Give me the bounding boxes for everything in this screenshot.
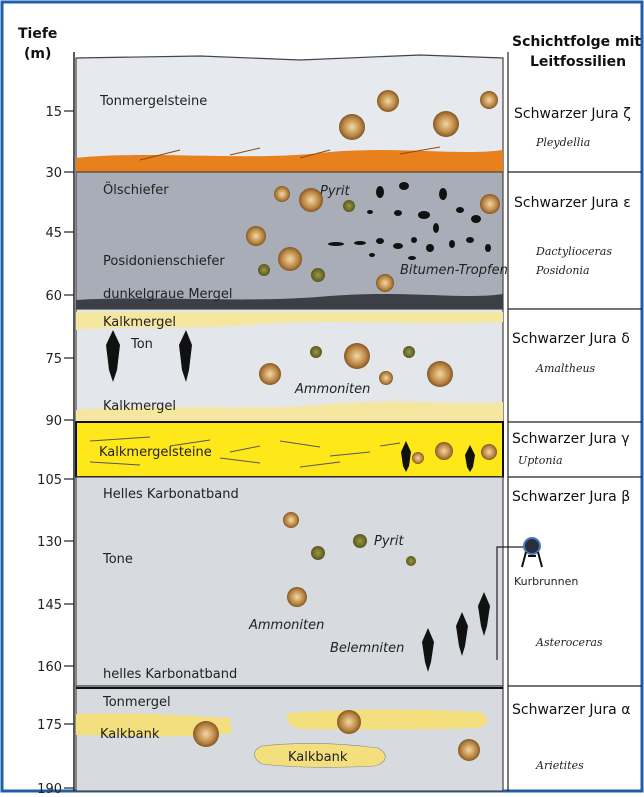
ammonite-icon (193, 721, 219, 747)
zone-label-zeta: Schwarzer Jura ζ (514, 106, 631, 122)
label-dunkelgraue-mergel: dunkelgraue Mergel (103, 287, 233, 302)
ammonite-icon (458, 739, 480, 761)
ammonite-icon (377, 90, 399, 112)
ammonite-icon (433, 111, 459, 137)
ammonite-icon (480, 194, 500, 214)
depth-tick-label: 75 (45, 352, 62, 367)
ammonite-icon (379, 371, 393, 385)
label-pyrit: Pyrit (320, 184, 350, 199)
ammonite-icon (299, 188, 323, 212)
ammonite-icon (481, 444, 497, 460)
depth-tick-label: 30 (45, 166, 62, 181)
depth-tick-label: 130 (37, 535, 62, 550)
depth-tick-label: 90 (45, 414, 62, 429)
ammonite-icon (287, 587, 307, 607)
depth-tick-label: 105 (37, 473, 62, 488)
pyrite-icon (258, 264, 270, 276)
layer-gamma: Kalkmergelsteine (76, 422, 503, 477)
label-kurbrunnen: Kurbrunnen (514, 575, 578, 588)
label-ammoniten-beta: Ammoniten (248, 618, 324, 633)
layer-delta: Kalkmergel Ton Kalkmergel Ammoniten (76, 309, 503, 422)
ammonite-icon (376, 274, 394, 292)
label-posidonienschiefer: Posidonienschiefer (103, 254, 225, 269)
label-tonmergel: Tonmergel (102, 695, 171, 710)
fossil-posidonia: Posidonia (535, 264, 590, 277)
depth-tick-label: 175 (37, 718, 62, 733)
right-title-1: Schichtfolge mit (512, 34, 641, 50)
label-helles-karbonatband-bottom: helles Karbonatband (103, 667, 237, 682)
fossil-amaltheus: Amaltheus (535, 362, 596, 375)
depth-tick-label: 45 (45, 226, 62, 241)
label-kalkbank-middle: Kalkbank (288, 750, 348, 765)
label-kalkmergel-top: Kalkmergel (103, 315, 176, 330)
ammonite-icon (480, 91, 498, 109)
label-ton: Ton (130, 337, 153, 352)
label-ammoniten: Ammoniten (294, 382, 370, 397)
depth-tick-label: 160 (37, 660, 62, 675)
fossil-pleydellia: Pleydellia (535, 136, 590, 149)
label-tonmergelsteine: Tonmergelsteine (99, 94, 207, 109)
layer-zeta: Tonmergelsteine (76, 55, 503, 172)
ammonite-icon (259, 363, 281, 385)
depth-unit: (m) (24, 46, 51, 62)
pyrite-icon (343, 200, 355, 212)
depth-tick-label: 145 (37, 598, 62, 613)
label-kalkbank-left: Kalkbank (100, 727, 160, 742)
label-tone: Tone (102, 552, 133, 567)
label-bitumen-tropfen: Bitumen-Tropfen (400, 263, 508, 278)
layer-alpha: Tonmergel Kalkbank Kalkbank (76, 686, 503, 791)
ammonite-icon (339, 114, 365, 140)
zone-label-alpha: Schwarzer Jura α (512, 702, 630, 718)
pyrite-icon (311, 546, 325, 560)
layer-beta: Helles Karbonatband Tone Pyrit Ammoniten… (76, 477, 525, 686)
ammonite-icon (278, 247, 302, 271)
fossil-uptonia: Uptonia (518, 454, 563, 467)
right-title-2: Leitfossilien (530, 54, 626, 70)
pyrite-icon (311, 268, 325, 282)
pyrite-icon (310, 346, 322, 358)
label-kalkmergelsteine: Kalkmergelsteine (99, 445, 212, 460)
ammonite-icon (337, 710, 361, 734)
zone-label-delta: Schwarzer Jura δ (512, 331, 630, 347)
depth-title: Tiefe (18, 26, 57, 42)
pyrite-icon (353, 534, 367, 548)
fossil-arietites: Arietites (535, 759, 584, 772)
pyrite-icon (403, 346, 415, 358)
label-belemniten: Belemniten (330, 641, 404, 656)
depth-tick-label: 60 (45, 289, 62, 304)
depth-tick-label: 15 (45, 105, 62, 120)
label-oelschiefer: Ölschiefer (103, 181, 169, 198)
label-helles-karbonatband: Helles Karbonatband (103, 487, 239, 502)
label-kalkmergel-bottom: Kalkmergel (103, 399, 176, 414)
pyrite-icon (406, 556, 416, 566)
ammonite-icon (412, 452, 424, 464)
fossil-dactylioceras: Dactylioceras (535, 245, 612, 258)
zone-label-epsilon: Schwarzer Jura ε (514, 195, 631, 211)
kalkbank-right-upper (287, 710, 488, 730)
ammonite-icon (274, 186, 290, 202)
zone-label-gamma: Schwarzer Jura γ (512, 431, 629, 447)
ammonite-icon (435, 442, 453, 460)
layer-epsilon: Ölschiefer Posidonienschiefer dunkelgrau… (76, 172, 508, 309)
label-pyrit-beta: Pyrit (374, 534, 404, 549)
depth-tick-label: 190 (37, 782, 62, 793)
fossil-asteroceras: Asteroceras (535, 636, 603, 649)
zone-label-beta: Schwarzer Jura β (512, 489, 630, 505)
ammonite-icon (344, 343, 370, 369)
ammonite-icon (427, 361, 453, 387)
ammonite-icon (246, 226, 266, 246)
ammonite-icon (283, 512, 299, 528)
